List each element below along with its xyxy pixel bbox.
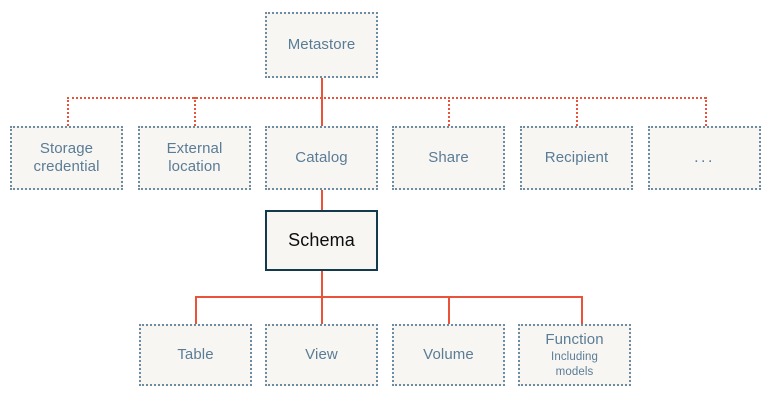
connector-drop-catalog <box>321 97 323 126</box>
node-ellipsis[interactable]: ... <box>648 126 761 190</box>
node-storage-credential-label: Storage credential <box>33 139 100 175</box>
node-metastore-label: Metastore <box>287 35 356 53</box>
node-metastore[interactable]: Metastore <box>265 12 378 78</box>
connector-metastore-to-bus <box>321 78 323 98</box>
node-view[interactable]: View <box>265 324 378 386</box>
node-function[interactable]: Function Including models <box>518 324 631 386</box>
node-table-label: Table <box>177 345 214 363</box>
connector-drop-view <box>321 296 323 324</box>
node-view-label: View <box>305 345 338 363</box>
node-storage-credential[interactable]: Storage credential <box>10 126 123 190</box>
node-catalog-label: Catalog <box>295 148 348 166</box>
node-catalog[interactable]: Catalog <box>265 126 378 190</box>
node-external-location-label: External location <box>166 139 223 175</box>
node-schema[interactable]: Schema <box>265 210 378 271</box>
connector-drop-table <box>195 296 197 324</box>
connector-drop-ellipsis <box>705 97 707 126</box>
node-table[interactable]: Table <box>139 324 252 386</box>
node-recipient[interactable]: Recipient <box>520 126 633 190</box>
node-share-label: Share <box>428 148 469 166</box>
node-function-label: Function <box>545 330 604 348</box>
connector-bus-level-two <box>67 97 706 99</box>
node-ellipsis-label: ... <box>694 149 715 167</box>
connector-drop-storage-credential <box>67 97 69 126</box>
node-volume-label: Volume <box>423 345 474 363</box>
node-recipient-label: Recipient <box>544 148 609 166</box>
node-function-sublabel: Including models <box>551 351 598 378</box>
connector-drop-share <box>448 97 450 126</box>
connector-drop-recipient <box>576 97 578 126</box>
connector-catalog-to-schema <box>321 190 323 210</box>
connector-drop-function <box>581 296 583 324</box>
connector-bus-level-four <box>195 296 583 298</box>
connector-drop-volume <box>448 296 450 324</box>
node-schema-label: Schema <box>288 229 355 250</box>
connector-schema-to-bus <box>321 271 323 297</box>
node-external-location[interactable]: External location <box>138 126 251 190</box>
node-share[interactable]: Share <box>392 126 505 190</box>
connector-drop-external-location <box>194 97 196 126</box>
node-volume[interactable]: Volume <box>392 324 505 386</box>
